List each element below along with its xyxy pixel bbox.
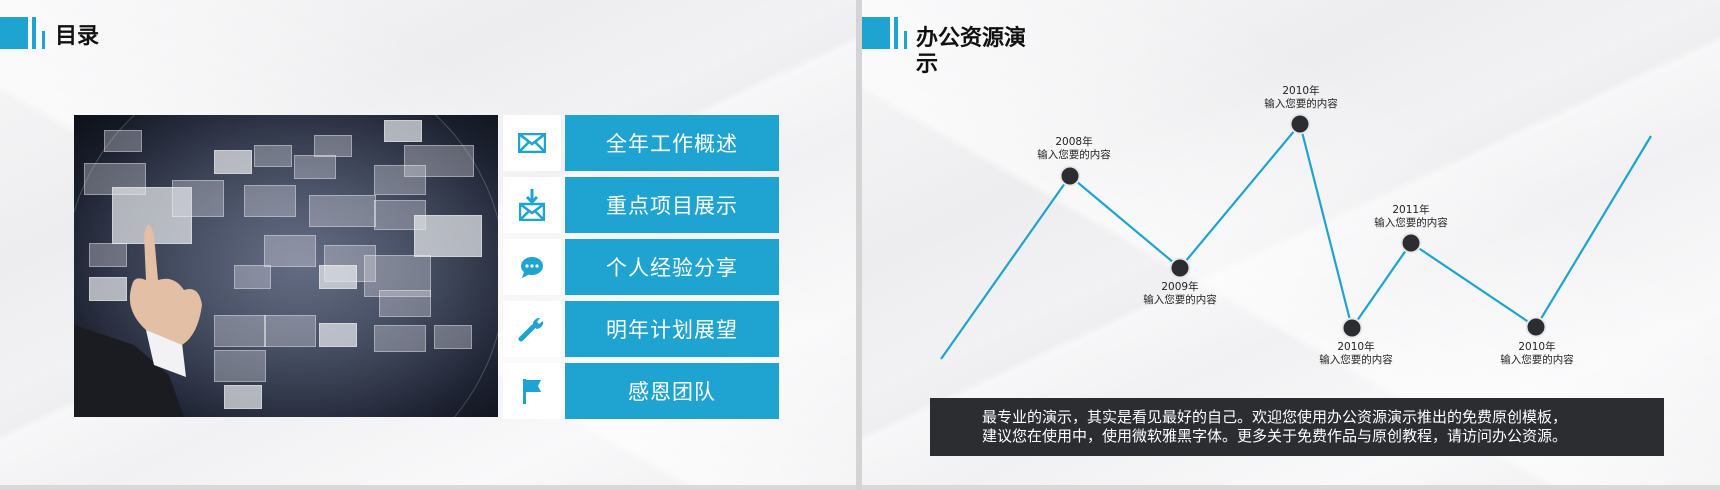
menu-item-next-year-plan[interactable]: 明年计划展望 xyxy=(503,301,779,357)
chart-node-2010-low xyxy=(1341,317,1363,339)
chart-node-2008 xyxy=(1059,165,1081,187)
hero-image xyxy=(74,115,498,417)
timeline-line-chart xyxy=(940,113,1652,360)
download-mail-icon xyxy=(503,177,561,233)
chart-label-2010-low: 2010年输入您要的内容 xyxy=(1319,341,1393,366)
menu-label: 明年计划展望 xyxy=(565,301,779,357)
chart-node-2009 xyxy=(1169,257,1191,279)
hand-illustration xyxy=(74,225,202,417)
menu-item-annual-overview[interactable]: 全年工作概述 xyxy=(503,115,779,171)
slide-contents: 目录 xyxy=(0,0,856,485)
slide-office-resources: 办公资源演 示 2008年输入您要的内容 2009年输入您要的内容 2010年输… xyxy=(862,0,1720,485)
menu-item-key-projects[interactable]: 重点项目展示 xyxy=(503,177,779,233)
chart-label-2011: 2011年输入您要的内容 xyxy=(1374,204,1448,229)
chart-label-2008: 2008年输入您要的内容 xyxy=(1037,136,1111,161)
chart-label-2010-peak: 2010年输入您要的内容 xyxy=(1264,85,1338,110)
description-box: 最专业的演示，其实是看见最好的自己。欢迎您使用办公资源演示推出的免费原创模板， … xyxy=(930,398,1664,456)
envelope-icon xyxy=(503,115,561,171)
menu-label: 重点项目展示 xyxy=(565,177,779,233)
chart-node-2011 xyxy=(1400,232,1422,254)
description-line-1: 最专业的演示，其实是看见最好的自己。欢迎您使用办公资源演示推出的免费原创模板， xyxy=(982,408,1568,426)
menu-label: 感恩团队 xyxy=(565,363,779,419)
menu-item-thanks-team[interactable]: 感恩团队 xyxy=(503,363,779,419)
slide-divider xyxy=(856,0,862,490)
wrench-icon xyxy=(503,301,561,357)
chart-node-2010-end xyxy=(1525,316,1547,338)
menu-label: 全年工作概述 xyxy=(565,115,779,171)
menu-label: 个人经验分享 xyxy=(565,239,779,295)
flag-icon xyxy=(503,363,561,419)
chart-label-2010-end: 2010年输入您要的内容 xyxy=(1500,341,1574,366)
slide-title: 目录 xyxy=(55,24,100,49)
chart-node-2010-peak xyxy=(1289,113,1311,135)
description-line-2: 建议您在使用中，使用微软雅黑字体。更多关于免费作品与原创教程，请访问办公资源。 xyxy=(982,427,1568,445)
chat-bubble-icon xyxy=(503,239,561,295)
slide-title: 办公资源演 示 xyxy=(916,26,1027,77)
menu-item-experience-sharing[interactable]: 个人经验分享 xyxy=(503,239,779,295)
chart-label-2009: 2009年输入您要的内容 xyxy=(1143,281,1217,306)
